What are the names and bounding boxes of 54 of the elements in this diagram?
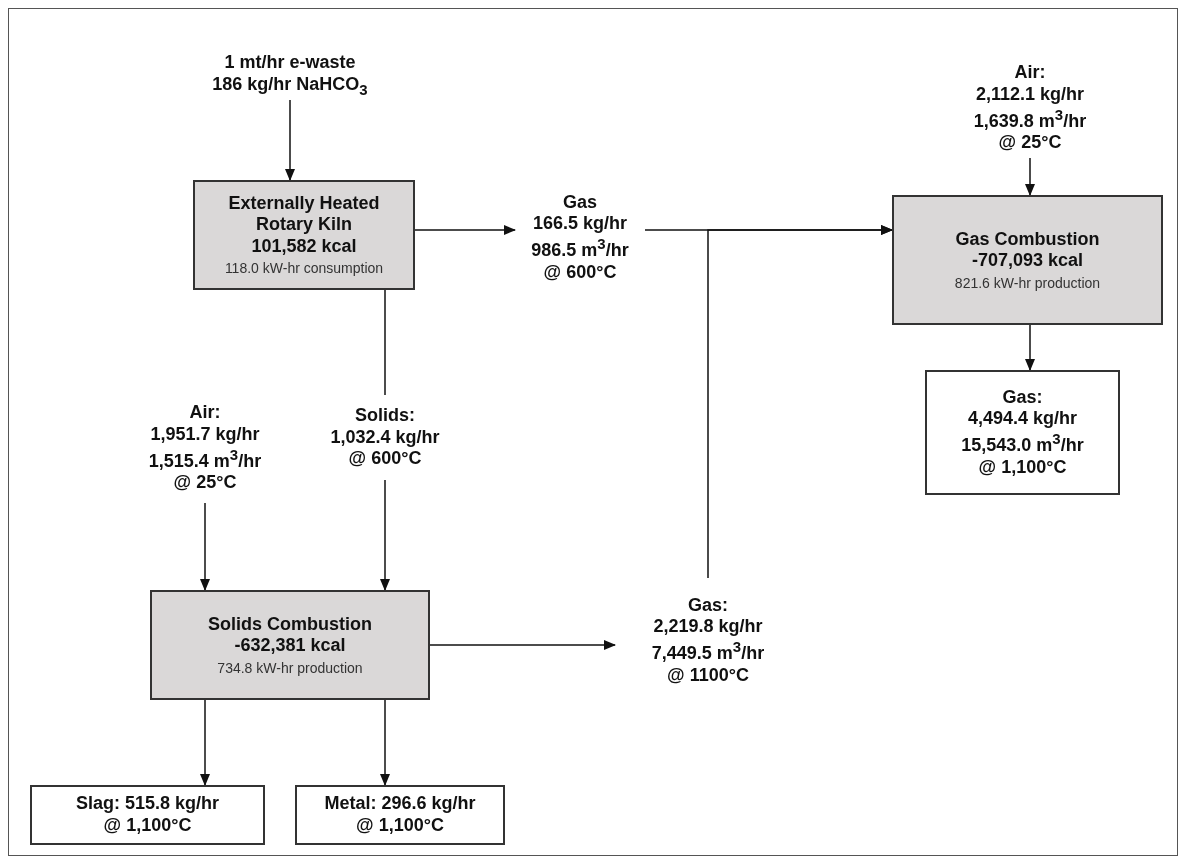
stream-value: @ 600°C [542,261,618,284]
stream-value: Solids: [354,405,416,427]
process-title: Solids Combustion [207,613,373,636]
process-title: Externally Heated Rotary Kiln [227,192,381,236]
stream-value: 734.8 kW-hr production [216,659,364,677]
stream-value: 186 kg/hr NaHCO$_{3}$ [211,73,369,99]
stream-value: 7,449.5 m$^{3}$/hr [650,638,766,665]
stream-value: Gas: [687,594,729,617]
stream-value: @ 1,100°C [102,815,193,837]
stream-value: Gas: [1001,386,1044,409]
process-box [150,590,430,700]
process-title: Gas Combustion [954,228,1101,251]
stream-value: 1 mt/hr e-waste [223,51,357,74]
flow-arrow [380,699,390,786]
stream-value: @ 1,100°C [977,456,1068,479]
stream-value: -632,381 kcal [233,635,347,657]
stream-value: 101,582 kcal [250,235,358,258]
stream-value: 821.6 kW-hr production [953,274,1102,292]
stream-value: Gas [562,191,598,214]
stream-value: 986.5 m$^{3}$/hr [530,235,630,262]
stream-value: @ 25°C [997,132,1063,154]
flow-arrow [707,225,893,579]
stream-value: Slag: 515.8 kg/hr [74,793,221,815]
flow-arrow [380,479,390,591]
process-box [193,180,415,290]
stream-value: Air: [1013,62,1047,84]
flow-arrow [414,225,516,235]
stream-value: 1,951.7 kg/hr [149,423,261,446]
flow-arrow [1025,324,1035,371]
flow-arrow [285,99,295,181]
stream-value: 1,639.8 m$^{3}$/hr [972,105,1088,133]
stream-value: 2,112.1 kg/hr [974,83,1086,106]
output-box [295,785,505,845]
stream-value: 1,032.4 kg/hr [329,426,441,449]
stream-value: Metal: 296.6 kg/hr [323,793,477,815]
process-box [892,195,1163,325]
stream-value: 2,219.8 kg/hr [652,616,764,638]
stream-value: 15,543.0 m$^{3}$/hr [960,430,1085,457]
output-box [30,785,265,845]
stream-value: 4,494.4 kg/hr [966,408,1079,430]
flow-arrow [429,640,616,650]
stream-value: 166.5 kg/hr [531,213,629,235]
stream-value: 1,515.4 m$^{3}$/hr [147,445,263,473]
flow-arrow [1025,157,1035,196]
stream-value: @ 25°C [172,472,238,494]
output-box [925,370,1120,495]
stream-value: @ 1,100°C [355,815,445,837]
stream-value: @ 600°C [347,448,423,470]
flow-arrow [200,699,210,786]
flow-arrow [200,502,210,591]
stream-value: Air: [188,402,222,424]
stream-value: 118.0 kW-hr consumption [223,260,385,278]
stream-value: -707,093 kcal [970,250,1085,272]
stream-value: @ 1100°C [666,664,750,687]
